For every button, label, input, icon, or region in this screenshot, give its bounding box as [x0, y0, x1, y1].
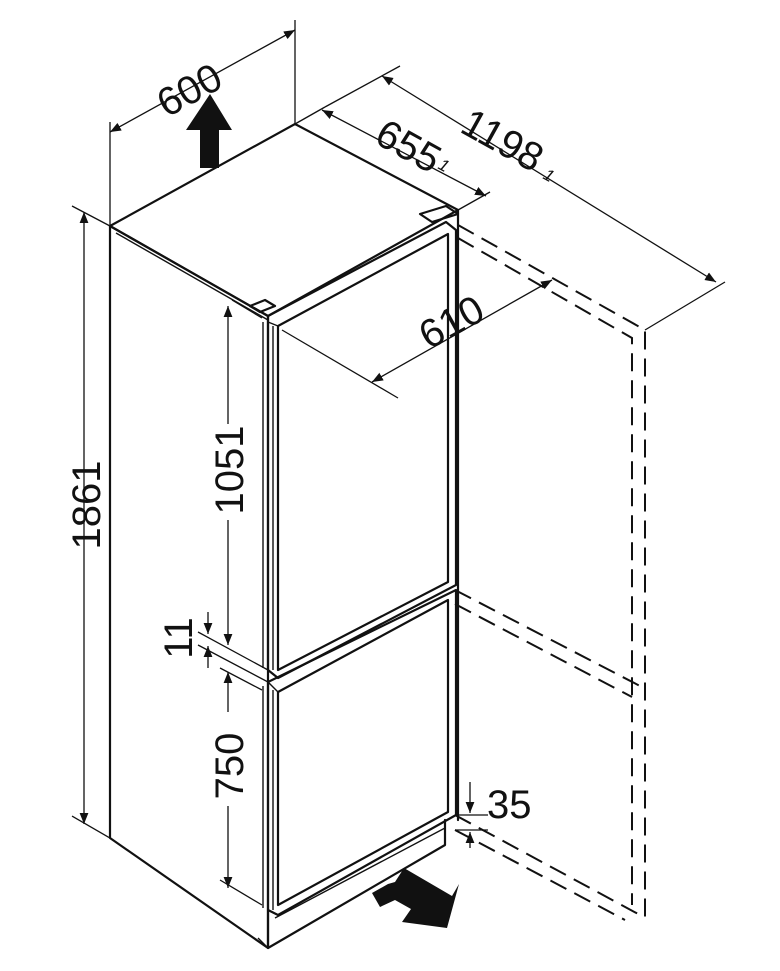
- dim-door-depth: 610: [281, 279, 553, 399]
- dim-height-label: 1861: [65, 461, 109, 550]
- dim-gap-label: 11: [157, 617, 201, 659]
- dim-plinth-label: 35: [487, 783, 532, 827]
- dim-height: 1861: [65, 205, 111, 839]
- lower-door: [262, 588, 458, 917]
- dim-upper-height-label: 1051: [208, 426, 252, 515]
- dim-upper-height: 1051: [208, 299, 263, 645]
- air-inlet-arrow: [372, 868, 459, 928]
- plinth: [257, 818, 447, 950]
- dim-gap: 11: [157, 612, 269, 683]
- dim-depth-open: 1198 1: [324, 65, 726, 331]
- upper-door: [262, 220, 458, 680]
- dim-lower-height: 750: [208, 667, 263, 906]
- dim-plinth: 35: [455, 782, 532, 848]
- dim-lower-height-label: 750: [208, 733, 252, 800]
- dim-depth-open-label: 1198: [454, 101, 551, 181]
- dim-door-depth-label: 610: [412, 287, 492, 358]
- dim-depth: 655 1: [294, 106, 491, 211]
- fridge-body: [108, 122, 460, 950]
